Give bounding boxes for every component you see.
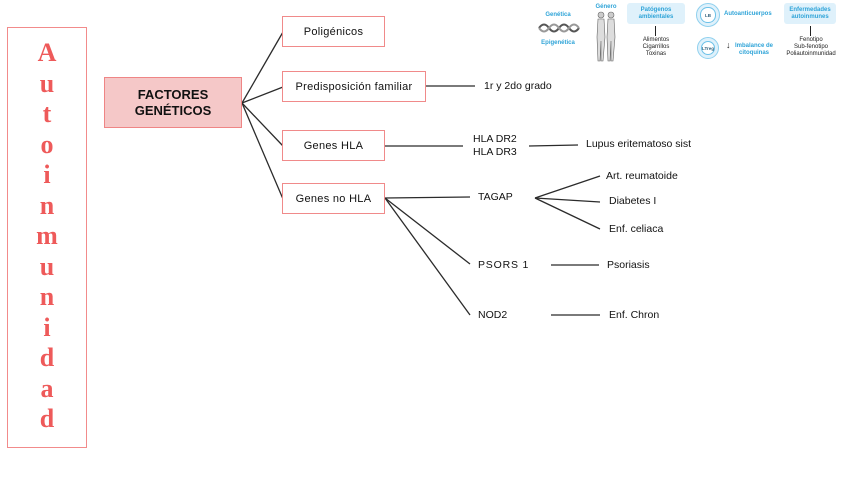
autoinmunidad-title-box: A u t o i n m u n i d a d bbox=[7, 27, 87, 448]
central-line-1: FACTORES bbox=[137, 86, 209, 102]
poligenicos-node: Poligénicos bbox=[282, 16, 385, 47]
title-letter: d bbox=[39, 343, 55, 372]
title-letter: i bbox=[43, 160, 51, 189]
title-letter: i bbox=[43, 312, 51, 342]
artritis-label: Art. reumatoide bbox=[606, 170, 678, 182]
title-letter: d bbox=[39, 404, 55, 433]
connector-tagap-artritis bbox=[534, 175, 601, 199]
lb-cell-icon: LB bbox=[696, 3, 720, 27]
dna-icon bbox=[538, 23, 580, 33]
predisposicion-label: Predisposición familiar bbox=[295, 80, 413, 93]
title-letter: A bbox=[37, 38, 57, 67]
celiaca-label: Enf. celiaca bbox=[609, 223, 664, 235]
title-letter: n bbox=[39, 190, 55, 220]
lb-cell-label: LB bbox=[700, 7, 716, 23]
central-line-2: GENÉTICOS bbox=[134, 102, 212, 118]
connector-central-poligenicos bbox=[241, 31, 284, 104]
connector-dr-lupus bbox=[528, 144, 579, 147]
patogenos-item: Toxinas bbox=[645, 51, 667, 57]
genes-hla-node: Genes HLA bbox=[282, 130, 385, 161]
enfermedades-label: Enfermedades autoinmunes bbox=[789, 6, 831, 20]
nod2-label: NOD2 bbox=[478, 309, 508, 321]
title-letter: a bbox=[40, 373, 54, 403]
imbalance-label: Imbalance de citoquinas bbox=[734, 43, 773, 56]
enfermedades-items: Fenotipo Sub-fenotipo Poliautoinmunidad bbox=[780, 37, 842, 58]
patogenos-item: Alimentos bbox=[642, 37, 670, 43]
treg-cell-icon: LTreg bbox=[697, 37, 719, 59]
connector-central-predisposicion bbox=[241, 86, 284, 104]
tagap-label: TAGAP bbox=[478, 191, 513, 203]
connector-nohla-tagap bbox=[384, 196, 471, 199]
psors1-label: PSORS 1 bbox=[478, 259, 530, 271]
hla-dr2-label: HLA DR2 bbox=[473, 133, 517, 145]
enfermedades-item: Fenotipo bbox=[799, 37, 823, 43]
patogenos-box: Patógenos ambientales bbox=[627, 3, 685, 24]
connector-central-genes-hla bbox=[241, 102, 284, 147]
genes-hla-label: Genes HLA bbox=[303, 139, 364, 152]
genes-no-hla-node: Genes no HLA bbox=[282, 183, 385, 214]
title-letter: u bbox=[39, 251, 55, 281]
title-letter: u bbox=[39, 68, 55, 98]
diabetes-label: Diabetes I bbox=[609, 195, 657, 207]
connector-nohla-nod2 bbox=[384, 197, 471, 316]
patogenos-item: Cigarrillos bbox=[642, 44, 670, 50]
connector-central-genes-no-hla bbox=[241, 102, 284, 200]
patogenos-items: Alimentos Cigarrillos Toxinas bbox=[626, 37, 686, 58]
down-arrow-icon: ↓ bbox=[726, 40, 731, 50]
patogenos-arrow-icon bbox=[655, 26, 656, 36]
psoriasis-label: Psoriasis bbox=[607, 259, 650, 271]
enfermedades-item: Sub-fenotipo bbox=[793, 44, 829, 50]
enfermedades-box: Enfermedades autoinmunes bbox=[784, 3, 836, 24]
human-figures-icon bbox=[596, 11, 616, 62]
lupus-label: Lupus eritematoso sist bbox=[586, 138, 692, 150]
title-letter: m bbox=[36, 221, 58, 250]
title-letter: t bbox=[42, 99, 52, 128]
title-letter: n bbox=[39, 282, 55, 311]
connector-nohla-psors1 bbox=[384, 197, 471, 265]
autoanticuerpos-label: Autoanticuerpos bbox=[724, 11, 772, 17]
connector-tagap-diabetes bbox=[534, 197, 601, 203]
connector-tagap-celiaca bbox=[534, 197, 601, 230]
chron-label: Enf. Chron bbox=[609, 309, 660, 321]
enfermedades-arrow-icon bbox=[810, 26, 811, 36]
genero-label: Género bbox=[595, 4, 617, 10]
epigenetica-label: Epigenética bbox=[541, 40, 575, 46]
hla-dr3-label: HLA DR3 bbox=[473, 146, 517, 158]
genetica-label: Genética bbox=[545, 12, 571, 18]
factores-geneticos-node: FACTORES GENÉTICOS bbox=[104, 77, 242, 128]
hla-dr-labels: HLA DR2 HLA DR3 bbox=[473, 133, 517, 159]
predisposicion-node: Predisposición familiar bbox=[282, 71, 426, 102]
poligenicos-label: Poligénicos bbox=[303, 25, 364, 38]
title-letter: o bbox=[40, 129, 54, 159]
genes-no-hla-label: Genes no HLA bbox=[295, 192, 372, 205]
enfermedades-item: Poliautoinmunidad bbox=[786, 51, 836, 57]
grado-label: 1r y 2do grado bbox=[484, 80, 552, 92]
patogenos-label: Patógenos ambientales bbox=[638, 6, 674, 20]
autoinmunidad-title: A u t o i n m u n i d a d bbox=[8, 38, 86, 435]
treg-cell-label: LTreg bbox=[701, 41, 715, 55]
